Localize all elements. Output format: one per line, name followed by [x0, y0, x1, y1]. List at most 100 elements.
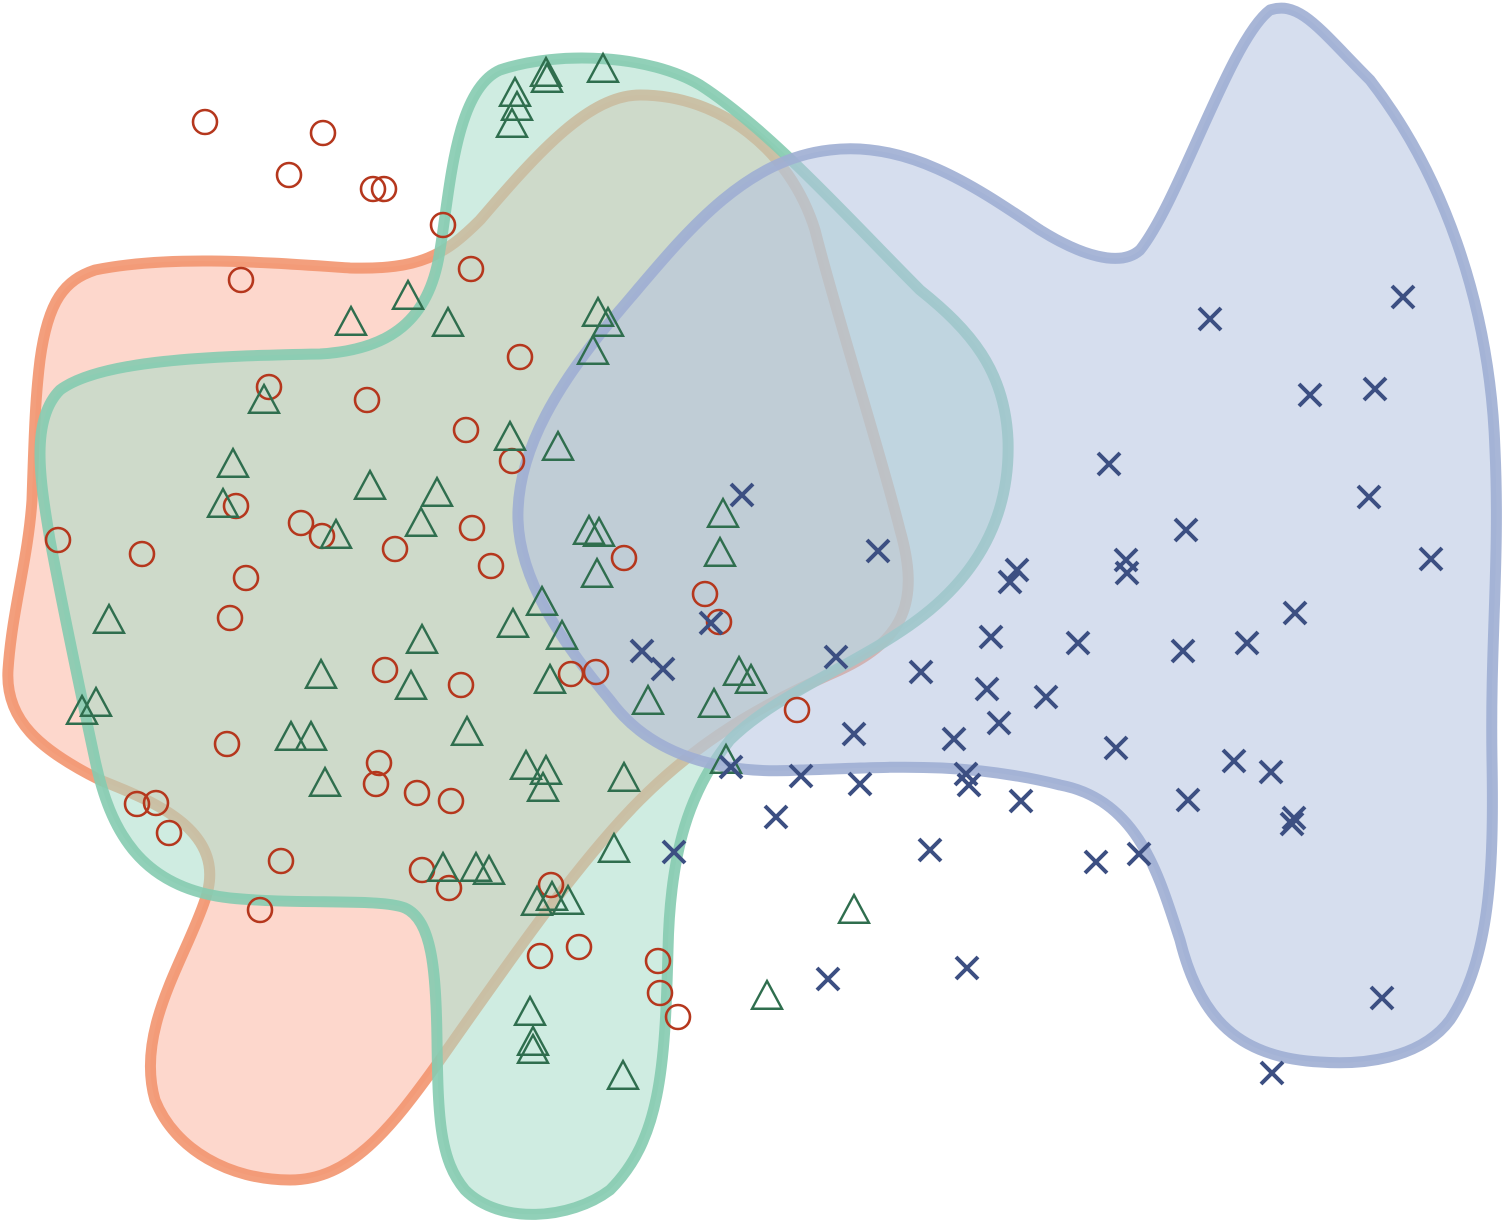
triangle-point	[540, 429, 576, 461]
circle-point	[457, 255, 485, 283]
triangle-point	[596, 831, 632, 863]
circle-point	[370, 175, 398, 203]
x-point	[1113, 547, 1139, 573]
x-point	[1065, 630, 1091, 656]
triangle-point	[575, 333, 611, 365]
circle-point	[644, 947, 672, 975]
circle-point	[359, 175, 387, 203]
triangle-point	[215, 446, 251, 478]
triangle-point	[303, 657, 339, 689]
circle-point	[610, 544, 638, 572]
triangle-point	[585, 51, 621, 83]
circle-point	[458, 514, 486, 542]
triangle-point	[524, 584, 560, 616]
triangle-point	[606, 760, 642, 792]
circle-point	[526, 942, 554, 970]
x-point	[1197, 306, 1223, 332]
x-point	[1004, 557, 1030, 583]
x-point	[954, 955, 980, 981]
triangle-point	[91, 602, 127, 634]
triangle-point	[721, 654, 757, 686]
x-point	[986, 710, 1012, 736]
circle-point	[437, 787, 465, 815]
circle-point	[435, 874, 463, 902]
circle-point	[582, 658, 610, 686]
triangle-point	[205, 486, 241, 518]
x-point	[1362, 376, 1388, 402]
x-point	[788, 763, 814, 789]
circle-point	[353, 386, 381, 414]
circle-point	[705, 608, 733, 636]
triangle-point	[492, 419, 528, 451]
x-point	[953, 761, 979, 787]
triangle-point	[449, 714, 485, 746]
x-point	[823, 644, 849, 670]
circle-point	[452, 416, 480, 444]
x-point	[1173, 517, 1199, 543]
triangle-point	[352, 468, 388, 500]
x-point	[1390, 284, 1416, 310]
triangle-point	[419, 475, 455, 507]
circle-point	[213, 730, 241, 758]
triangle-point	[519, 884, 555, 916]
circle-point	[646, 979, 674, 1007]
triangle-point	[293, 719, 329, 751]
triangle-point	[471, 853, 507, 885]
x-point	[1234, 630, 1260, 656]
x-point	[1258, 759, 1284, 785]
x-point	[1282, 600, 1308, 626]
triangle-point	[515, 1032, 551, 1064]
x-point	[1356, 484, 1382, 510]
x-point	[1297, 382, 1323, 408]
circle-point	[123, 790, 151, 818]
circle-point	[365, 749, 393, 777]
triangle-point	[696, 686, 732, 718]
circle-point	[429, 211, 457, 239]
x-point	[865, 538, 891, 564]
circle-point	[191, 108, 219, 136]
circle-point	[128, 540, 156, 568]
circle-point	[232, 564, 260, 592]
triangle-point	[494, 106, 530, 138]
triangle-point	[425, 850, 461, 882]
x-point	[847, 771, 873, 797]
x-point	[629, 638, 655, 664]
triangle-point	[630, 683, 666, 715]
group-markers	[44, 51, 1444, 1090]
triangle-point	[404, 622, 440, 654]
triangle-point	[508, 748, 544, 780]
triangle-point	[590, 305, 626, 337]
x-point	[1281, 805, 1307, 831]
triangle-point	[403, 505, 439, 537]
triangle-point	[705, 496, 741, 528]
x-point	[1126, 841, 1152, 867]
circle-point	[506, 343, 534, 371]
x-point	[1103, 735, 1129, 761]
triangle-point	[430, 305, 466, 337]
triangle-point	[579, 556, 615, 588]
x-point	[815, 966, 841, 992]
x-point	[1221, 748, 1247, 774]
triangle-point	[318, 517, 354, 549]
triangle-point	[390, 278, 426, 310]
triangle-point	[393, 668, 429, 700]
x-point	[1083, 849, 1109, 875]
x-point	[974, 676, 1000, 702]
circle-point	[227, 266, 255, 294]
triangle-point	[525, 770, 561, 802]
triangle-point	[733, 662, 769, 694]
circle-point	[691, 580, 719, 608]
circle-point	[142, 789, 170, 817]
triangle-point	[532, 662, 568, 694]
x-point	[1170, 638, 1196, 664]
triangle-point	[580, 295, 616, 327]
x-point	[917, 837, 943, 863]
x-point	[1008, 788, 1034, 814]
circle-point	[403, 779, 431, 807]
triangle-point	[702, 535, 738, 567]
x-point	[1279, 811, 1305, 837]
circle-point	[783, 696, 811, 724]
triangle-point	[749, 978, 785, 1010]
